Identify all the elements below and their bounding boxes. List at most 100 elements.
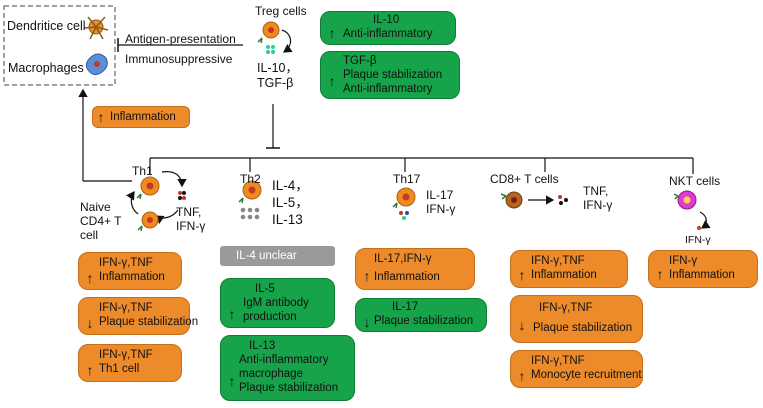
box-line: Plaque stabilization [343,69,443,81]
box-line: Plaque stabilization [239,382,339,394]
th1-box-3: ↑ IFN-γ,TNF Th1 cell [78,344,182,382]
th1-box-1: ↑ IFN-γ,TNF Inflammation [78,252,182,290]
box-line: Inflammation [531,269,597,281]
up-arrow-icon: ↑ [363,268,371,284]
th2-box-1: ↑ IL-5 IgM antibody production [220,278,335,328]
th1-cytokines [178,191,186,200]
th17-box-1: ↑ IL-17,IFN-γ Inflammation [355,248,475,290]
box-line: Anti-inflammatory [343,28,433,40]
up-arrow-icon: ↑ [228,373,236,389]
box-line: IL-17 [392,301,419,313]
cd8-box-2: ↓ IFN-γ,TNF Plaque stabilization [510,295,643,343]
box-line: Monocyte recruitment [531,369,642,381]
up-arrow-icon: ↑ [656,266,664,282]
th2-cytokine-2: IL-5， [272,195,309,210]
inflammation-box: ↑ Inflammation [92,106,190,128]
up-arrow-icon: ↑ [97,109,105,125]
cd8-cytokine-1: TNF, [583,184,609,198]
th17-cytokine-2: IFN-γ [426,202,456,216]
box-line: IL-5 [255,283,275,295]
cd8-box-3: ↑ IFN-γ,TNF Monocyte recruitment [510,350,643,388]
down-arrow-icon: ↓ [363,314,371,330]
cytokine-dot-icon [266,45,275,54]
up-arrow-icon: ↑ [518,267,526,283]
box-line: IL-4 unclear [236,250,297,262]
box-line: IFN-γ,TNF [99,302,153,314]
box-line: macrophage [239,368,303,380]
naive-label-3: cell [80,228,99,242]
box-line: Th1 cell [99,363,140,375]
box-line: Anti-inflammatory [343,83,433,95]
box-line: Anti-inflammatory [239,354,329,366]
th2-cytokine-1: IL-4， [272,178,309,193]
th2-cytokines [240,207,260,220]
box-line: Plaque stabilization [99,316,199,328]
th1-label: Th1 [132,164,153,178]
cd8-cytokines [558,195,568,205]
nkt-cell-icon [673,190,697,210]
macrophage-icon [85,53,108,76]
th17-cytokines [399,211,409,220]
box-line: Inflammation [99,271,165,283]
box-line: IFN-γ,TNF [539,302,593,314]
treg-cytokine-2: TGF-β [257,76,294,90]
box-line: Plaque stabilization [533,322,633,334]
th2-cell-icon [238,180,262,204]
up-arrow-icon: ↑ [518,368,526,384]
naive-t-cell-icon [137,211,159,232]
box-title: TGF-β [343,55,377,67]
up-arrow-icon: ↑ [328,25,336,41]
th1-cytokine-1: TNF, [176,205,202,219]
down-arrow-icon: ↓ [86,315,94,331]
th2-label: Th2 [240,172,261,186]
macrophages-label: Macrophages [8,61,84,75]
th17-box-2: ↓ IL-17 Plaque stabilization [355,298,487,332]
immunosuppressive-label: Immunosuppressive [125,52,233,66]
box-line: IL-17,IFN-γ [374,253,432,265]
cd8-box-1: ↑ IFN-γ,TNF Inflammation [510,250,628,288]
cd8-cell-icon [500,191,523,209]
naive-label-2: CD4+ T [80,214,122,228]
th2-il4-unclear-box: IL-4 unclear [220,246,335,266]
th1-box-2: ↓ IFN-γ,TNF Plaque stabilization [78,297,198,335]
th17-cell-icon [392,187,416,209]
box-line: IL-13 [249,340,276,352]
box-line: production [243,311,297,323]
antigen-presenting-cells-box [3,5,116,86]
th17-cytokine-1: IL-17 [426,188,454,202]
box-line: IFN-γ [669,255,698,267]
treg-cytokine-1: IL-10， [257,61,298,75]
dendritic-cell-label: Dendritice cell [7,19,86,33]
dendritic-cell-icon [83,16,109,40]
th2-box-2: ↑ IL-13 Anti-inflammatory macrophage Pla… [220,335,355,401]
th17-label: Th17 [393,172,421,186]
treg-tgfb-box: ↑ TGF-β Plaque stabilization Anti-inflam… [320,51,460,99]
treg-cell-icon [257,21,280,44]
box-line: Inflammation [374,271,440,283]
cd8-cytokine-2: IFN-γ [583,198,613,212]
nkt-box-1: ↑ IFN-γ Inflammation [648,250,758,288]
up-arrow-icon: ↑ [86,270,94,286]
treg-label: Treg cells [255,4,307,18]
box-line: IgM antibody [243,297,309,309]
antigen-presentation-label: Antigen-presentation [125,32,236,46]
th1-cell-icon [136,176,160,200]
th1-cytokine-2: IFN-γ [176,219,206,233]
down-arrow-icon: ↓ [518,317,526,333]
cd8-label: CD8+ T cells [490,172,559,186]
nkt-cytokine: IFN-γ [685,234,711,246]
up-arrow-icon: ↑ [86,362,94,378]
up-arrow-icon: ↑ [228,306,236,322]
naive-label-1: Naive [80,200,111,214]
up-arrow-icon: ↑ [328,73,336,89]
box-line: Inflammation [110,111,176,123]
box-line: IFN-γ,TNF [531,355,585,367]
box-line: Plaque stabilization [374,315,474,327]
treg-il10-box: ↑ IL-10 Anti-inflammatory [320,11,456,45]
box-line: Inflammation [669,269,735,281]
th2-cytokine-3: IL-13 [272,212,303,227]
box-line: IFN-γ,TNF [531,255,585,267]
nkt-cytokine-dot [697,226,701,230]
box-title: IL-10 [373,14,400,26]
